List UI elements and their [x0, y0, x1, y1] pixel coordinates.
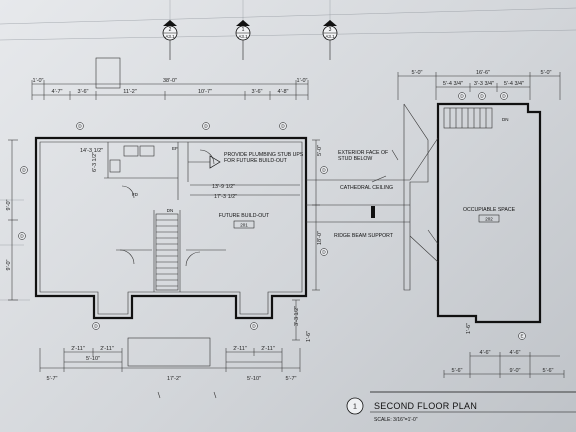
top-dimension-strings: 1'-0" 38'-0" 1'-0" 4'-7" 3'-6" 11'-2" 10…: [31, 78, 309, 100]
stair-dn-label: DN: [502, 117, 509, 122]
wall-tag: D: [94, 324, 98, 329]
dim-right-bottom-row: 4'-6": [480, 350, 491, 356]
section-marker-2: 2 A3.1: [162, 20, 178, 60]
section-marker-number: 2: [169, 27, 172, 33]
interior-partitions: [104, 142, 226, 292]
dim-lower-vertical-2: 1'-6": [306, 331, 312, 342]
wall-tag: D: [502, 94, 506, 99]
dim-top-row: 4'-8": [278, 89, 289, 95]
dim-top-row: 10'-7": [198, 89, 212, 95]
dim-bottom-left-end: 5'-7": [47, 376, 58, 382]
dim-left-side: 9'-0": [6, 199, 12, 210]
dim-right-top-row: 3'-3 3/4": [474, 81, 494, 87]
left-dimension-strings: 9'-0" 9'-0": [6, 139, 18, 301]
right-stair: DN: [443, 107, 509, 129]
room-number: 201: [240, 223, 248, 228]
wall-tag: D: [460, 94, 464, 99]
connector-area: 5'-0" 18'-0" EXTERIOR FACE OF STUD BELOW…: [306, 139, 410, 291]
wall-tag: D: [480, 94, 484, 99]
room-label-future-build-out: FUTURE BUILD-OUT 201: [219, 213, 270, 229]
drawing-scale: SCALE: 3/16"=1'-0": [374, 417, 418, 423]
dim-interior-c: 17'-3 1/2": [214, 194, 237, 200]
dim-bottom-left: 2'-11": [100, 346, 114, 352]
wall-tag: D: [281, 124, 285, 129]
dim-top-row: 4'-7": [52, 89, 63, 95]
dim-top-row: 3'-6": [78, 89, 89, 95]
title-block: 1 SECOND FLOOR PLAN SCALE: 3/16"=1'-0": [346, 391, 576, 423]
stair-dn-label: DN: [167, 208, 174, 213]
right-top-dimension-strings: 5'-0" 16'-6" 5'-0" 5'-4 3/4" 3'-3 3/4" 5…: [397, 70, 561, 100]
right-bottom-dimension-strings: 4'-6" 4'-6" 5'-6" 9'-0" 5'-6": [443, 350, 565, 378]
dim-top-row: 3'-6": [252, 89, 263, 95]
dim-top-left-end: 1'-0": [33, 78, 44, 84]
dim-mid-vertical: 5'-0": [317, 145, 323, 156]
right-building-exterior-wall: [436, 102, 542, 324]
ridge-beam-note: RIDGE BEAM SUPPORT: [334, 233, 394, 239]
room-number: 202: [485, 217, 493, 222]
plumbing-note: PROVIDE PLUMBING STUB UPS FOR FUTURE BUI…: [188, 152, 304, 169]
right-building-outline: [403, 103, 429, 291]
dim-right-bottom-row: 4'-6": [510, 350, 521, 356]
dim-lower-vertical: 3'-3 1/2": [294, 306, 300, 326]
wall-tag: D: [20, 234, 24, 239]
dim-top-overall: 38'-0": [163, 78, 177, 84]
main-building-interior-wall: [39, 141, 303, 315]
dim-right-top-right: 5'-0": [541, 70, 552, 76]
section-marker-sheet: A3.1: [238, 34, 248, 39]
dim-right-top-row: 5'-4 3/4": [443, 81, 463, 87]
wall-tag: D: [204, 124, 208, 129]
bottom-dimension-strings: 3'-3 1/2" 1'-6" 2'-11" 2'-11" 5'-10" 5'-…: [39, 299, 312, 399]
dim-bottom-left-sub: 5'-10": [86, 356, 100, 362]
dim-interior-d: 6'-3 1/2": [92, 152, 98, 172]
dim-interior-b: 13'-9 1/2": [212, 184, 235, 190]
dim-top-row: 11'-2": [123, 89, 137, 95]
ef-label: EF: [172, 146, 178, 151]
dim-right-top-row: 5'-4 3/4": [504, 81, 524, 87]
dim-bottom-middle: 17'-2": [167, 376, 181, 382]
dim-interior-a: 14'-3 1/2": [80, 148, 103, 154]
wall-tag: D: [22, 168, 26, 173]
dim-right-bottom-2: 5'-6": [543, 368, 554, 374]
wall-tag: D: [78, 124, 82, 129]
wall-tag: D: [322, 168, 326, 173]
wall-tag: D: [252, 324, 256, 329]
left-stair: DN: [155, 208, 179, 291]
room-name: OCCUPIABLE SPACE: [463, 207, 516, 213]
dim-bottom-right-end: 5'-7": [286, 376, 297, 382]
section-marker-3: 3 A3.1: [322, 20, 338, 60]
dim-bottom-right: 2'-11": [261, 346, 275, 352]
chimney-outline: [95, 57, 121, 89]
dim-bottom-left: 2'-11": [71, 346, 85, 352]
dim-left-side: 9'-0": [6, 259, 12, 270]
wall-tag: E: [520, 334, 523, 339]
dim-mid-vertical-2: 18'-0": [317, 231, 323, 245]
dim-right-bottom-2: 5'-6": [452, 368, 463, 374]
wall-type-tags: D D D D D D D D D D D D E: [18, 92, 526, 340]
wall-tag: D: [322, 250, 326, 255]
title-block-number: 1: [353, 404, 357, 411]
section-marker-sheet: A3.1: [165, 34, 175, 39]
dim-right-top-overall: 16'-6": [476, 70, 490, 76]
room-name: FUTURE BUILD-OUT: [219, 213, 270, 219]
drawing-title: SECOND FLOOR PLAN: [374, 401, 477, 411]
dim-right-top-left: 5'-0": [412, 70, 423, 76]
room-label-occupiable-space: OCCUPIABLE SPACE 202: [463, 207, 516, 223]
section-marker-1: 1 A3.1: [235, 20, 251, 60]
dim-top-right-end: 1'-0": [297, 78, 308, 84]
exterior-face-note: EXTERIOR FACE OF STUD BELOW: [338, 150, 389, 163]
dim-right-bottom-2: 9'-0": [510, 368, 521, 374]
section-marker-number: 3: [329, 27, 332, 33]
cathedral-ceiling-note: CATHEDRAL CEILING: [340, 185, 393, 191]
dim-right-vertical: 1'-6": [466, 323, 472, 334]
section-marker-number: 1: [242, 27, 245, 33]
dim-bottom-right: 2'-11": [233, 346, 247, 352]
plumbing-note-text: PROVIDE PLUMBING STUB UPS FOR FUTURE BUI…: [224, 152, 304, 165]
section-marker-sheet: A3.1: [325, 34, 335, 39]
fd-label: FD: [132, 192, 139, 197]
dim-bottom-right-sub: 5'-10": [247, 376, 261, 382]
main-building-exterior-wall: [34, 136, 308, 320]
